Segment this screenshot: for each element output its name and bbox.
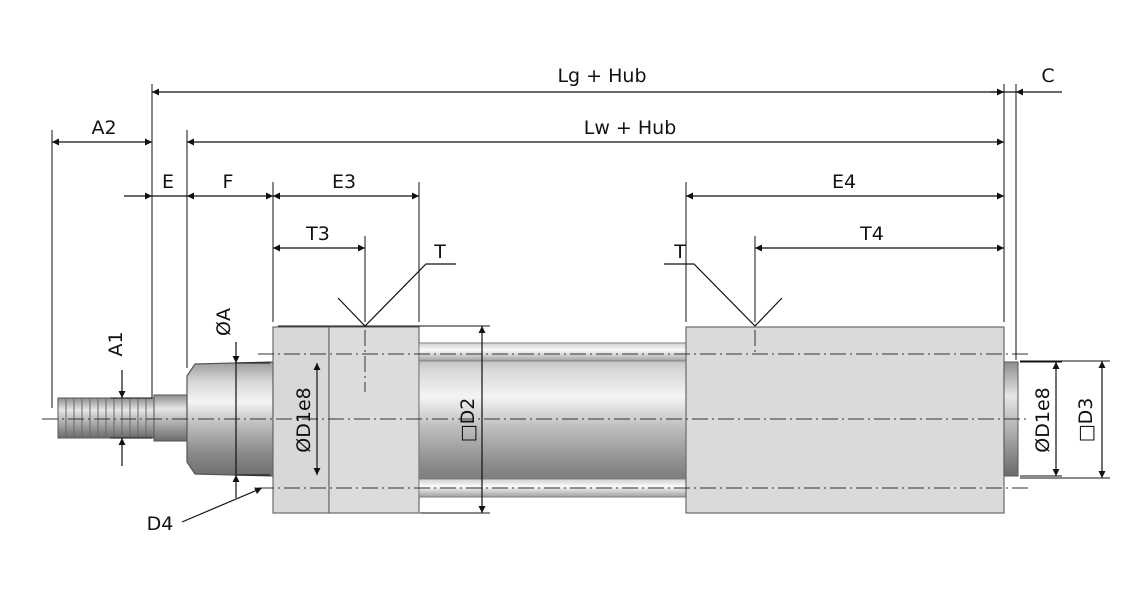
label-d3: □D3 xyxy=(1075,398,1097,443)
label-lw-hub: Lw + Hub xyxy=(584,117,677,139)
cylinder-part xyxy=(57,326,1019,514)
label-t-left: T xyxy=(433,241,446,263)
label-t-right: T xyxy=(673,241,686,263)
extension-lines xyxy=(51,84,1110,514)
dimension-lines xyxy=(52,88,1106,523)
label-lg-hub: Lg + Hub xyxy=(557,65,646,87)
front-flange xyxy=(328,326,420,514)
label-t3: T3 xyxy=(305,223,330,245)
dimension-labels: Lg + Hub C Lw + Hub A2 E F E3 E4 T3 T4 T… xyxy=(91,65,1097,535)
center-lines xyxy=(42,330,1030,489)
label-e: E xyxy=(162,171,174,193)
label-t4: T4 xyxy=(859,223,884,245)
rod-shoulder xyxy=(153,394,191,442)
thread-ridges xyxy=(65,398,147,438)
t-leader-right xyxy=(664,263,783,327)
label-f: F xyxy=(223,171,234,193)
rear-end-cap xyxy=(685,326,1005,514)
label-a2: A2 xyxy=(91,117,116,139)
label-d4: D4 xyxy=(147,513,174,535)
t-leader-left xyxy=(337,263,456,327)
label-e3: E3 xyxy=(332,171,356,193)
label-diam-a: ØA xyxy=(213,308,235,336)
label-c: C xyxy=(1041,65,1054,87)
d4-leader xyxy=(181,487,263,523)
label-a1: A1 xyxy=(105,331,127,356)
tie-rod-top xyxy=(418,342,687,362)
label-d2: □D2 xyxy=(457,398,479,443)
label-d1e8-left: ØD1e8 xyxy=(293,387,315,452)
label-e4: E4 xyxy=(832,171,856,193)
label-d1e8-right: ØD1e8 xyxy=(1032,387,1054,452)
cylinder-tube xyxy=(418,342,687,498)
